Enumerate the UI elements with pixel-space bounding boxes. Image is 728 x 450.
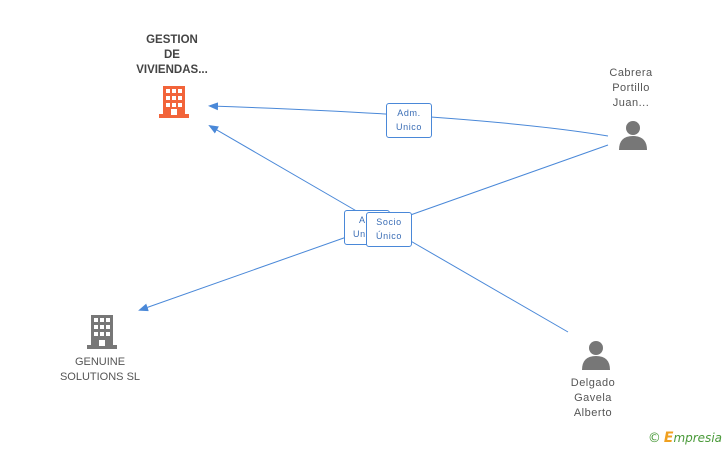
edge-hub-to-genuine (138, 227, 373, 312)
edge-hub-to-gestion (208, 124, 373, 221)
relation-badge-line: Adm. (397, 108, 421, 118)
copyright-icon: © (647, 431, 661, 446)
relation-badge-line: Un (353, 229, 366, 239)
company-label-line: SOLUTIONS SL (59, 371, 141, 383)
company-label-line: DE (164, 49, 180, 61)
person-label-line: Gavela (574, 392, 612, 404)
edge-cabrera-to-hub (384, 144, 609, 225)
relation-badge-adm-unico[interactable]: Adm. Unico (386, 103, 432, 138)
relation-badge-line: Unico (395, 122, 422, 132)
relation-badge-line: Socio (376, 217, 402, 227)
building-icon[interactable] (159, 86, 189, 118)
edge-delgado-to-hub (394, 231, 569, 333)
company-label-gestion[interactable]: GESTION DE VIVIENDAS... (120, 33, 224, 78)
person-icon[interactable] (582, 341, 610, 370)
edge-cabrera-to-gestion (208, 102, 609, 137)
person-label-line: Cabrera (609, 67, 653, 79)
person-label-line: Delgado (570, 377, 616, 389)
person-label-delgado[interactable]: Delgado Gavela Alberto (548, 376, 638, 421)
company-label-line: GENUINE (74, 356, 126, 368)
person-label-line: Juan... (612, 97, 650, 109)
relation-badge-socio-unico[interactable]: Socio Único (366, 212, 412, 247)
person-label-line: Portillo (612, 82, 650, 94)
brand-name: mpresia (673, 431, 722, 445)
person-icon[interactable] (619, 121, 647, 150)
brand-initial: E (663, 430, 674, 446)
company-label-line: GESTION (146, 34, 198, 46)
person-label-cabrera[interactable]: Cabrera Portillo Juan... (586, 66, 676, 111)
relation-badge-line: A (359, 215, 366, 225)
building-icon[interactable] (87, 315, 117, 349)
company-label-line: VIVIENDAS... (136, 64, 208, 76)
empresia-watermark: ©Empresia (648, 430, 722, 446)
company-label-genuine[interactable]: GENUINE SOLUTIONS SL (48, 355, 152, 385)
relation-badge-line: Único (375, 231, 402, 241)
person-label-line: Alberto (573, 407, 613, 419)
